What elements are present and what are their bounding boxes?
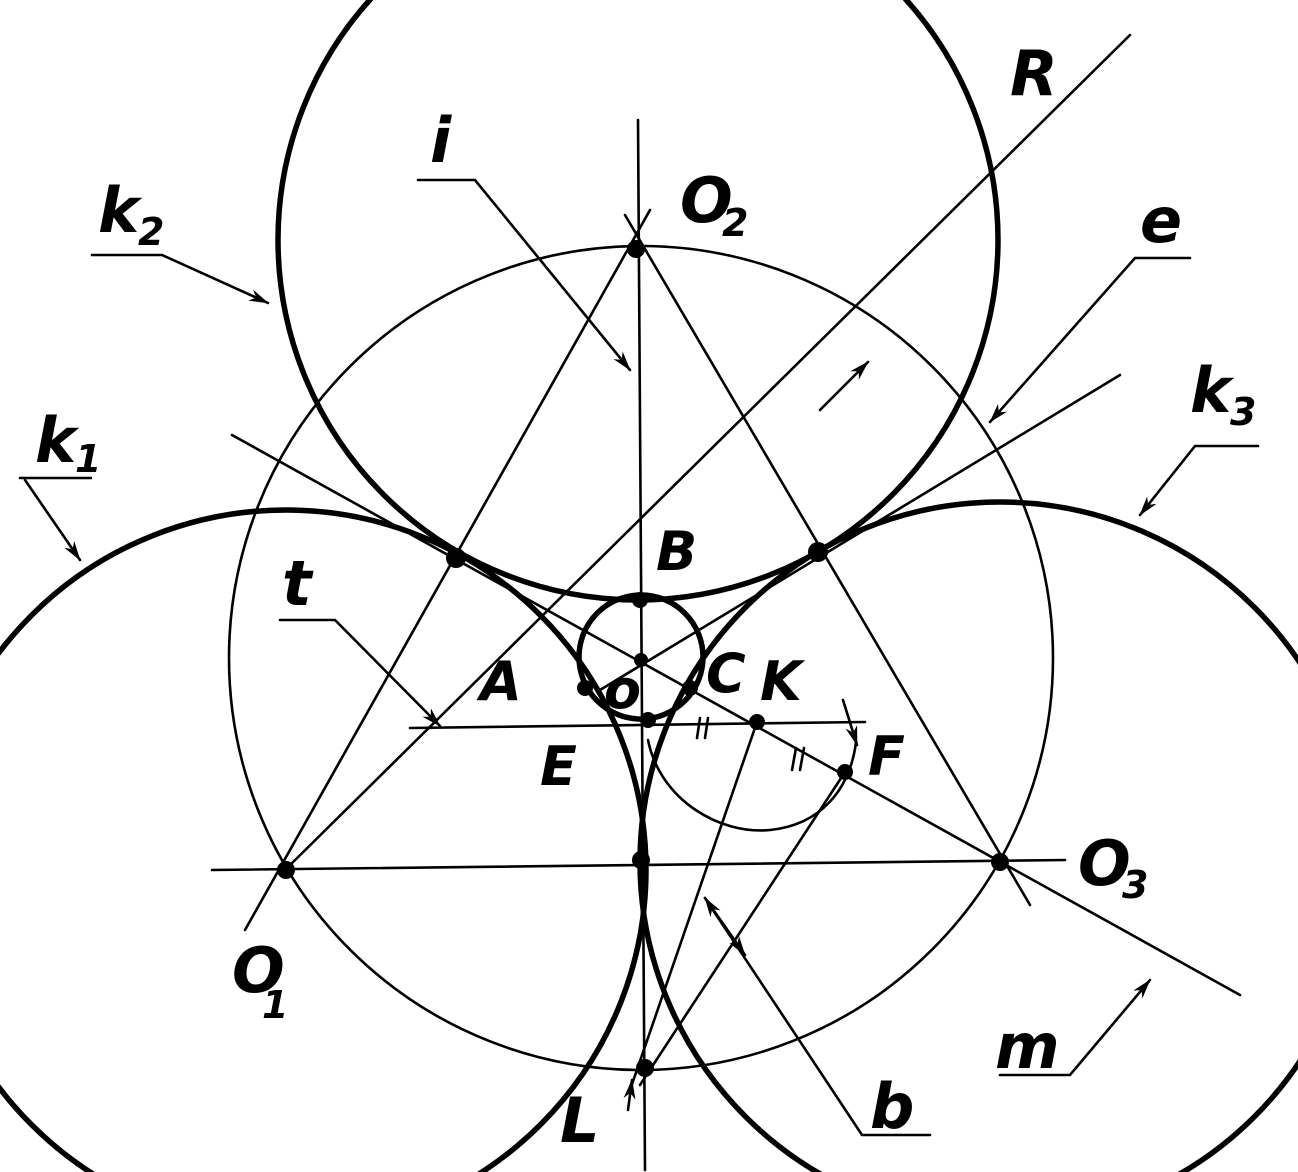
svg-text:3: 3 (1230, 390, 1256, 434)
leaders (18, 178, 1260, 1137)
svg-text:O: O (680, 164, 733, 237)
arc-k (646, 738, 858, 832)
line-t (408, 720, 867, 730)
label-i: i (430, 104, 452, 177)
tick-marks (695, 716, 806, 772)
svg-text:k: k (98, 174, 143, 247)
line-upper-right (598, 373, 1122, 692)
svg-text:3: 3 (1122, 863, 1148, 907)
label-t: t (282, 547, 314, 620)
label-b: b (870, 1070, 914, 1143)
svg-text:1: 1 (75, 437, 101, 481)
label-o: o (604, 658, 641, 721)
svg-text:O: O (232, 934, 285, 1007)
points (277, 240, 1009, 1077)
label-B: B (656, 520, 697, 583)
line-m (230, 433, 1242, 997)
side-o2-o3 (623, 213, 1032, 907)
svg-text:2: 2 (138, 210, 164, 254)
svg-text:k: k (1190, 354, 1235, 427)
label-k3: k 3 (1190, 354, 1256, 434)
arc-k-tick (841, 698, 859, 747)
line-l-k (628, 720, 759, 1092)
line-r (283, 33, 1132, 872)
label-O3: O 3 (1078, 827, 1148, 907)
label-R: R (1010, 37, 1058, 110)
svg-text:1: 1 (262, 983, 288, 1027)
circle-k1 (0, 507, 649, 1172)
vertical-axis (636, 118, 647, 1172)
line-l-f (638, 770, 847, 1087)
label-O2: O 2 (680, 164, 748, 245)
label-m: m (995, 1010, 1060, 1083)
side-o1-o2 (243, 208, 652, 932)
label-C: C (706, 642, 746, 705)
label-E: E (540, 735, 577, 798)
label-A: A (476, 650, 522, 713)
svg-text:2: 2 (722, 201, 748, 245)
label-k1: k 1 (35, 404, 101, 481)
label-L: L (560, 1084, 600, 1157)
label-O1: O 1 (232, 934, 288, 1027)
svg-text:O: O (1078, 827, 1131, 900)
label-K: K (760, 650, 806, 713)
label-e: e (1140, 184, 1182, 257)
svg-text:k: k (35, 404, 80, 477)
circle-k3 (637, 499, 1298, 1172)
label-F: F (868, 725, 905, 788)
label-k2: k 2 (98, 174, 164, 254)
